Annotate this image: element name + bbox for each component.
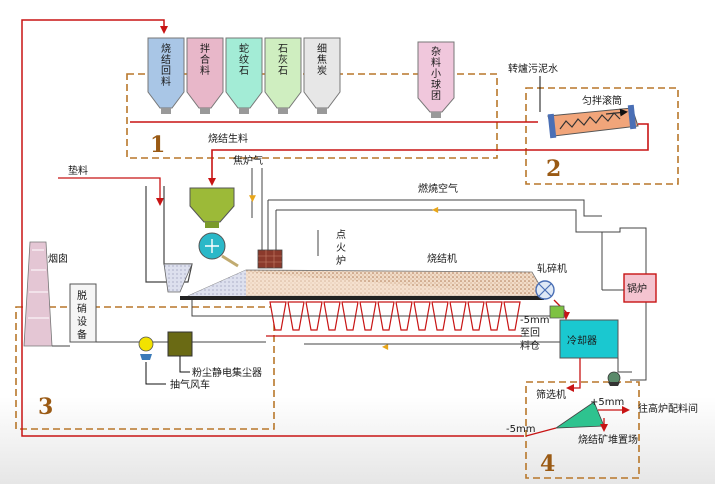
hopper-mixed-material: 拌 合 料: [186, 37, 224, 114]
crusher-label: 轧碎机: [537, 262, 567, 275]
svg-text:杂: 杂: [431, 46, 441, 58]
svg-text:结: 结: [161, 53, 171, 66]
minus5-link: [525, 427, 557, 437]
air-flow-arrow: ◀: [432, 205, 439, 214]
desulfur-label-2: 硝: [77, 302, 87, 315]
esp-label: 粉尘静电集尘器: [192, 366, 262, 379]
bedding-material: [163, 263, 193, 293]
hopper-misc-pellets: 杂 料 小 球 团: [417, 41, 455, 118]
bedding-line: [58, 177, 164, 206]
boiler-loop: [602, 227, 647, 381]
cooler-label: 冷却器: [567, 334, 597, 347]
svg-text:细: 细: [317, 42, 327, 55]
drum-mixer-label: 匀拌滚筒: [582, 94, 622, 107]
esp-box: [167, 331, 193, 357]
boiler-label: 锅炉: [627, 283, 647, 295]
desulfur-label-1: 脱: [77, 289, 87, 302]
discharge-chute: [549, 305, 565, 319]
raw-sinter-mix-label: 烧结生料: [208, 132, 248, 145]
plus5-label: +5mm: [590, 397, 624, 408]
sinter-machine-bed: [180, 269, 555, 300]
sinter-yard-label: 烧结矿堆置场: [578, 433, 638, 446]
ignition-label-3: 炉: [336, 255, 346, 267]
desulfur-box: [69, 283, 97, 343]
esp-pointer: [179, 356, 190, 373]
svg-text:小: 小: [431, 68, 441, 80]
exhaust-fan: [138, 336, 154, 360]
desulfur-label-4: 备: [77, 328, 87, 341]
svg-text:料: 料: [200, 64, 210, 77]
desulfur-label-3: 设: [77, 316, 87, 328]
fan-pointer: [145, 362, 166, 385]
chimney-label: 烟囱: [48, 252, 68, 265]
svg-text:团: 团: [431, 90, 441, 102]
hot-air-line: [276, 209, 603, 290]
ignition-label-1: 点: [336, 229, 346, 241]
cooler-air-line: [617, 358, 632, 373]
to-blast-furnace-label: 往高炉配料间: [638, 402, 698, 415]
cooler-fan: [607, 371, 621, 386]
return-flow-arrow: ◀: [382, 342, 389, 351]
svg-text:料: 料: [431, 56, 441, 69]
combustion-air-label: 燃燒空气: [418, 182, 458, 195]
exhaust-fan-label: 抽气风车: [170, 378, 210, 391]
svg-text:回: 回: [161, 65, 171, 77]
return-fine-label-1: -5mm: [520, 315, 549, 326]
gas-flow-arrow: ▼: [249, 194, 256, 204]
bedding-label: 垫料: [68, 164, 88, 177]
return-fine-label-3: 料仓: [520, 339, 540, 352]
minus5-bottom-label: -5mm: [506, 424, 535, 435]
feed-hopper: [189, 187, 239, 268]
hopper-sinter-return: 烧 结 回 料: [147, 37, 185, 114]
svg-text:合: 合: [200, 53, 210, 66]
svg-text:球: 球: [431, 78, 441, 91]
return-fine-label-2: 至回: [520, 327, 540, 339]
section-3-number: 3: [38, 394, 53, 420]
section-2-number: 2: [546, 156, 561, 182]
svg-text:炭: 炭: [317, 65, 327, 77]
converter-sludge-label: 转爐污泥水: [508, 62, 558, 75]
ignition-label-2: 火: [336, 242, 346, 254]
cooler-box: [559, 319, 619, 359]
svg-text:石: 石: [278, 44, 288, 55]
raw-mix-line: [208, 123, 649, 186]
cooler-to-screen: [566, 358, 581, 392]
drum-mixer: [547, 104, 639, 139]
svg-text:料: 料: [161, 75, 171, 88]
svg-text:拌: 拌: [200, 42, 210, 55]
svg-text:灰: 灰: [278, 53, 288, 66]
svg-text:石: 石: [278, 66, 288, 77]
svg-text:石: 石: [239, 66, 249, 77]
svg-text:纹: 纹: [239, 53, 249, 66]
ignition-furnace: [257, 249, 283, 269]
section-1-number: 1: [150, 132, 165, 158]
recycle-line: [21, 19, 524, 437]
section-4-box: [525, 381, 640, 479]
screen-label: 筛选机: [536, 388, 566, 401]
svg-text:烧: 烧: [161, 42, 171, 55]
boiler-box: [623, 273, 657, 303]
bedding-chute: [145, 186, 193, 283]
combustion-air-line: [268, 199, 602, 217]
hopper-fine-coke: 细 焦 炭: [303, 37, 341, 114]
hopper-serpentine: 蛇 纹 石: [225, 37, 263, 114]
svg-text:蛇: 蛇: [239, 42, 249, 55]
svg-text:焦: 焦: [317, 53, 327, 66]
crusher-to-cooler-line: [553, 299, 570, 320]
return-duct: [191, 300, 560, 317]
screen-machine: [554, 401, 605, 429]
section-4-number: 4: [540, 451, 555, 477]
section-3-box: [15, 306, 275, 430]
section-2-box: [525, 87, 679, 185]
hopper-limestone: 石 灰 石: [264, 37, 302, 114]
section-1-box: [126, 73, 498, 159]
coke-gas-label: 焦炉气: [233, 154, 263, 167]
sinter-machine-label: 烧结机: [427, 252, 457, 265]
